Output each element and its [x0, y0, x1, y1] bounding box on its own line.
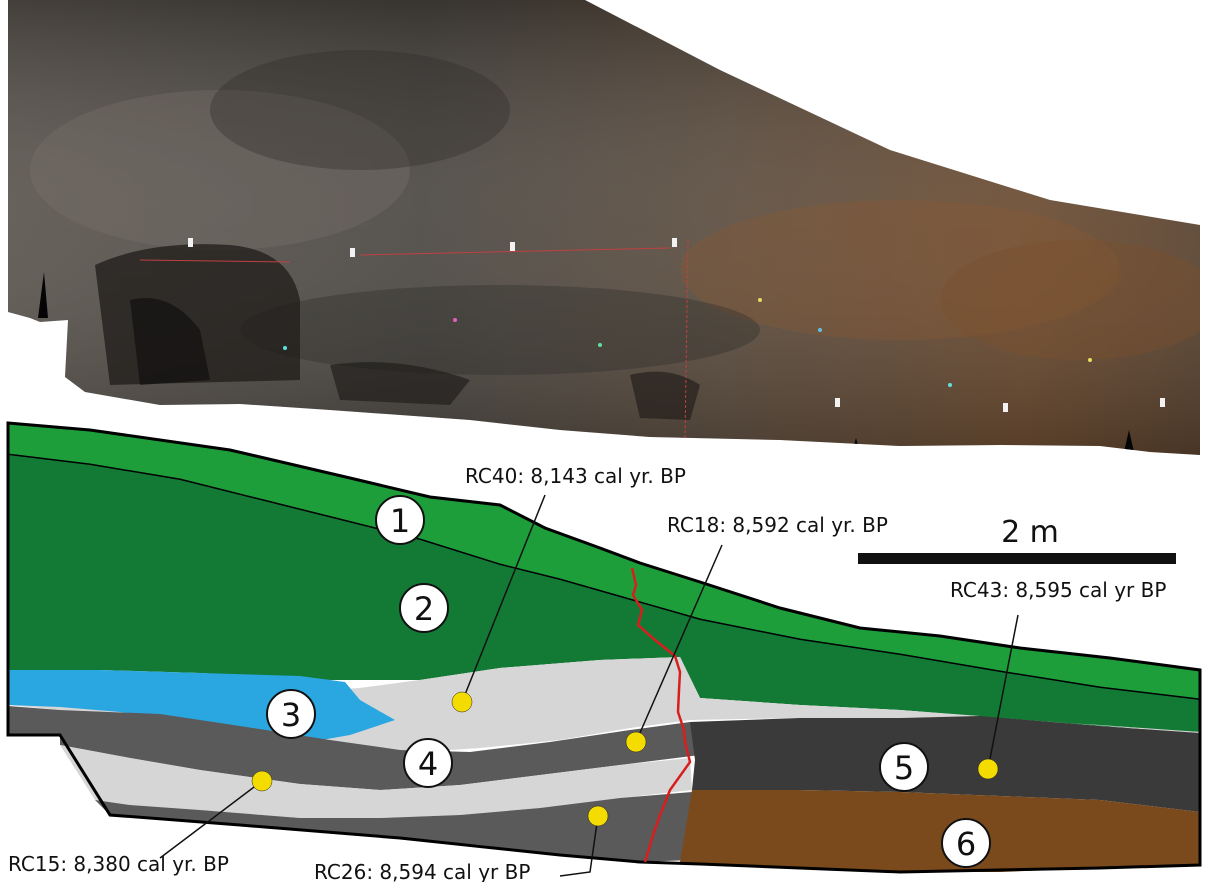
sample-dot-rc43	[978, 759, 998, 779]
layer-badge-1: 1	[376, 496, 424, 544]
sample-dot-rc26	[588, 806, 608, 826]
svg-text:5: 5	[894, 749, 914, 787]
sample-label-rc26: RC26: 8,594 cal yr BP	[314, 860, 530, 882]
svg-text:1: 1	[390, 502, 410, 540]
sample-label-rc15: RC15: 8,380 cal yr. BP	[8, 852, 229, 876]
svg-text:6: 6	[956, 825, 976, 863]
sample-label-rc18: RC18: 8,592 cal yr. BP	[667, 513, 888, 537]
layer-badge-6: 6	[942, 819, 990, 867]
layer-badge-4: 4	[404, 739, 452, 787]
sample-dot-rc40	[452, 692, 472, 712]
stratigraphy-diagram	[8, 423, 1200, 872]
svg-text:2: 2	[414, 590, 434, 628]
scale-bar-line	[858, 553, 1176, 564]
scale-bar: 2 m	[858, 515, 1176, 564]
sample-label-rc43: RC43: 8,595 cal yr BP	[950, 578, 1166, 602]
sample-label-rc40: RC40: 8,143 cal yr. BP	[465, 464, 686, 488]
sample-dot-rc15	[252, 771, 272, 791]
svg-text:3: 3	[281, 696, 301, 734]
svg-text:4: 4	[418, 745, 438, 783]
sample-dot-rc18	[626, 732, 646, 752]
scale-bar-label: 2 m	[1001, 515, 1059, 550]
layer-badge-2: 2	[400, 584, 448, 632]
layer-badge-5: 5	[880, 743, 928, 791]
profile-photograph	[0, 0, 1207, 460]
layer-badge-3: 3	[267, 690, 315, 738]
